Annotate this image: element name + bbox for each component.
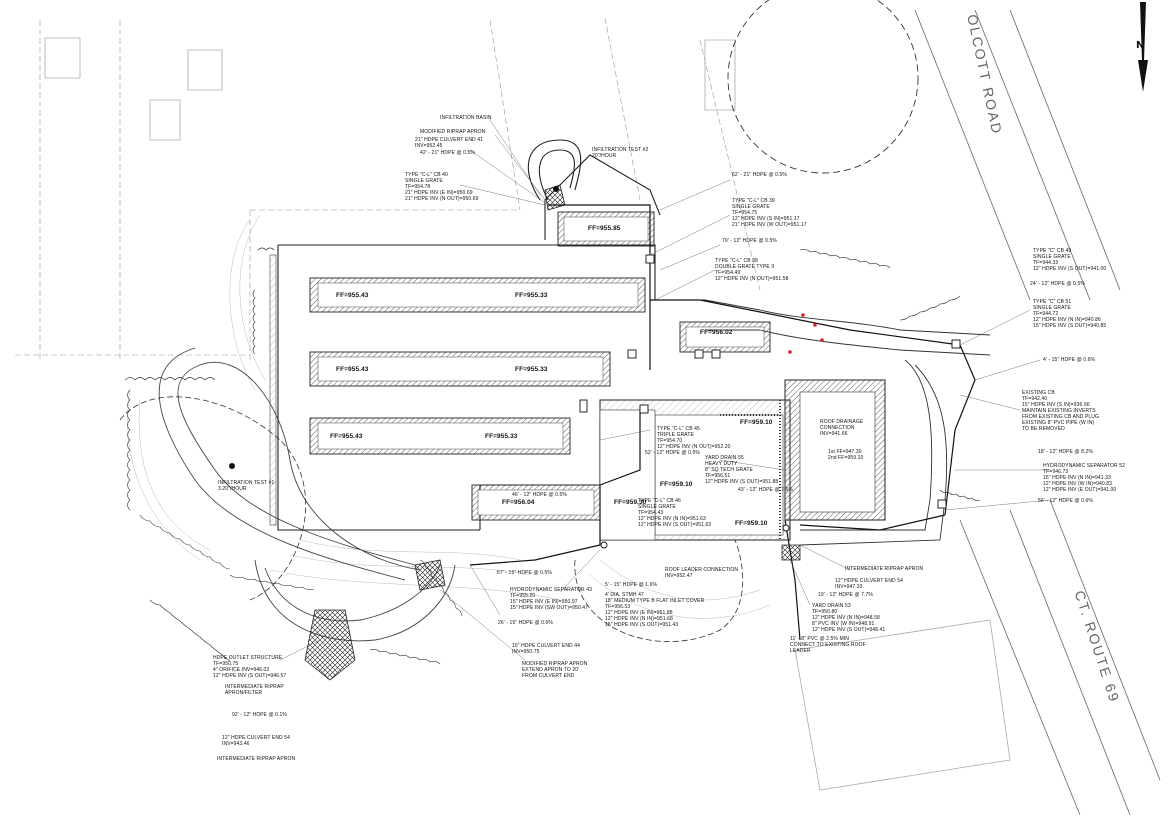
note-infiltration-test-2: INFILTRATION TEST #2 20"/HOUR: [592, 147, 649, 159]
note-cb-46: TYPE "C-L" CB 46 SINGLE GRATE TF=954.43 …: [638, 498, 712, 528]
note-pipe-46: 46' - 12" HDPE @ 0.5%: [512, 492, 567, 498]
tree-line: [124, 247, 981, 665]
ff-label: FF=955.33: [515, 366, 548, 373]
sight-circle: [727, 0, 919, 174]
catch-basins: [579, 254, 961, 549]
note-roof-drainage: ROOF DRAINAGE CONNECTION INV=941.66: [820, 419, 864, 437]
note-pipe-26: 26' - 15" HDPE @ 0.6%: [498, 620, 553, 626]
ff-label: FF=955.43: [336, 292, 369, 299]
note-intermediate-apron-left: INTERMEDIATE RIPRAP APRON/FILTER: [225, 684, 284, 696]
note-cb-39: TYPE "C-L" CB 39 SINGLE GRATE TF=954.75 …: [732, 198, 807, 228]
note-pipe-24: 24' - 12" HDPE @ 0.5%: [1030, 281, 1085, 287]
infiltration-arc-left: [119, 396, 306, 601]
limit-arc-bottom: [574, 539, 744, 642]
storage-buildings: [309, 211, 771, 521]
ff-label: FF=959.10: [740, 419, 773, 426]
ff-label: FF=959.10: [735, 520, 768, 527]
note-cb-51: TYPE "C" CB 51 SINGLE GRATE TF=944.72 12…: [1033, 299, 1107, 329]
ff-label: FF=959.10: [660, 481, 693, 488]
property-lines: [15, 17, 761, 360]
note-infiltration-basin: INFILTRATION BASIN: [440, 115, 492, 121]
note-culvert-54-left: 12" HDPE CULVERT END 54 INV=943.46: [222, 735, 290, 747]
main-building: [599, 379, 886, 541]
note-roof-leader: ROOF LEADER CONNECTION INV=952.47: [665, 567, 739, 579]
note-pipe-19: 19' - 12" HDPE @ 7.7%: [818, 592, 873, 598]
note-pvc-connection: 11' - 8" PVC @ 2.5% MIN CONNECT TO EXIST…: [790, 636, 866, 654]
note-manhole-47: 4' DIA. STMH 47 18" MEDIUM TYPE B FLAT I…: [605, 592, 705, 628]
ff-label: FF=955.33: [515, 292, 548, 299]
note-pipe-4: 4' - 15" HDPE @ 0.6%: [1043, 357, 1096, 363]
note-intermediate-apron-bottom: INTERMEDIATE RIPRAP APRON: [217, 756, 296, 762]
note-separator-43: HYDRODYNAMIC SEPARATOR 43 TF=955.20 15" …: [510, 587, 592, 611]
retaining-wall: [720, 400, 781, 540]
note-culvert-44: 15" HDPE CULVERT END 44 INV=950.75: [512, 643, 580, 655]
north-arrow-icon: N: [1136, 2, 1148, 92]
ff-label: FF=956.02: [700, 329, 733, 336]
note-intermediate-apron-right: INTERMEDIATE RIPRAP APRON: [845, 566, 924, 572]
note-pipe-18: 18' - 12" HDPE @ 8.2%: [1038, 449, 1093, 455]
ff-label: FF=959.30: [614, 499, 647, 506]
note-pipe-5: 5' - 15" HDPE @ 1.6%: [605, 582, 658, 588]
ff-label: FF=955.43: [336, 366, 369, 373]
neighbor-buildings: [44, 37, 1011, 791]
note-existing-cb: EXISTING CB TF=942.40 15" HDPE INV (S IN…: [1022, 390, 1099, 432]
note-infiltration-test-1: INFILTRATION TEST #1 3.20"/HOUR: [218, 480, 275, 492]
leader-lines: [279, 119, 1051, 661]
storm-pipes: [469, 204, 976, 641]
note-modified-apron-extend: MODIFIED RIPRAP APRON EXTEND APRON TO 20…: [522, 661, 588, 679]
access-drive-loop: [158, 347, 456, 642]
note-pipe-56: 56' - 12" HDPE @ 0.6%: [1038, 498, 1093, 504]
note-pipe-57: 57' - 15" HDPE @ 0.5%: [497, 570, 552, 576]
note-ff-1st-2nd: 1st FF=947.30 2nd FF=959.10: [828, 449, 864, 461]
note-pipe-52: 52' - 12" HDPE @ 0.5%: [645, 450, 700, 456]
note-pipe-62: 62' - 21" HDPE @ 0.5%: [732, 172, 787, 178]
note-culvert-54-right: 12" HDPE CULVERT END 54 INV=947.33: [835, 578, 903, 590]
note-pipe-43: 43' - 12" HDPE @ 7.6%: [738, 487, 793, 493]
svg-text:N: N: [1136, 40, 1144, 51]
riprap-aprons: [304, 184, 801, 681]
olcott-road: [914, 9, 1161, 816]
note-separator-52: HYDRODYNAMIC SEPARATOR 52 TF=946.73 15" …: [1043, 463, 1125, 493]
test-pit-1-icon: [229, 463, 235, 469]
note-cb-40: TYPE "C-L" CB 40 SINGLE GRATE TF=954.78 …: [405, 172, 479, 202]
note-cb-49: TYPE "C" CB 49 SINGLE GRATE TF=944.33 12…: [1033, 248, 1107, 272]
note-yard-drain-53: YARD DRAIN 53 TF=950.80 12" HDPE INV (N …: [812, 603, 886, 633]
ff-label: FF=955.85: [588, 225, 621, 232]
note-cb-45: TYPE "C-L" CB 45 TRIPLE GRATE TF=954.70 …: [657, 426, 731, 450]
note-pipe-79: 79' - 12" HDPE @ 0.5%: [722, 238, 777, 244]
note-cb-38: TYPE "C-L" CB 38 DOUBLE GRATE TYPE II TF…: [715, 258, 789, 282]
red-markers: [788, 313, 824, 354]
ff-label: FF=956.04: [502, 499, 535, 506]
note-yard-drain-55: YARD DRAIN 55 HEAVY DUTY 8" SQ TECH GRAT…: [705, 455, 779, 485]
ff-label: FF=955.33: [485, 433, 518, 440]
test-pit-2-icon: [553, 186, 559, 192]
note-pipe-42: 42' - 21" HDPE @ 0.5%: [420, 150, 475, 156]
note-pipe-92: 92' - 12" HDPE @ 0.1%: [232, 712, 287, 718]
note-modified-apron: MODIFIED RIPRAP APRON: [420, 129, 486, 135]
note-hdpe-outlet: HDPE OUTLET STRUCTURE TF=950.75 4" ORIFI…: [213, 655, 287, 679]
ff-label: FF=955.43: [330, 433, 363, 440]
note-culvert-41: 21" HDPE CULVERT END 41 INV=952.45: [415, 137, 483, 149]
contour-lines: [127, 214, 771, 619]
